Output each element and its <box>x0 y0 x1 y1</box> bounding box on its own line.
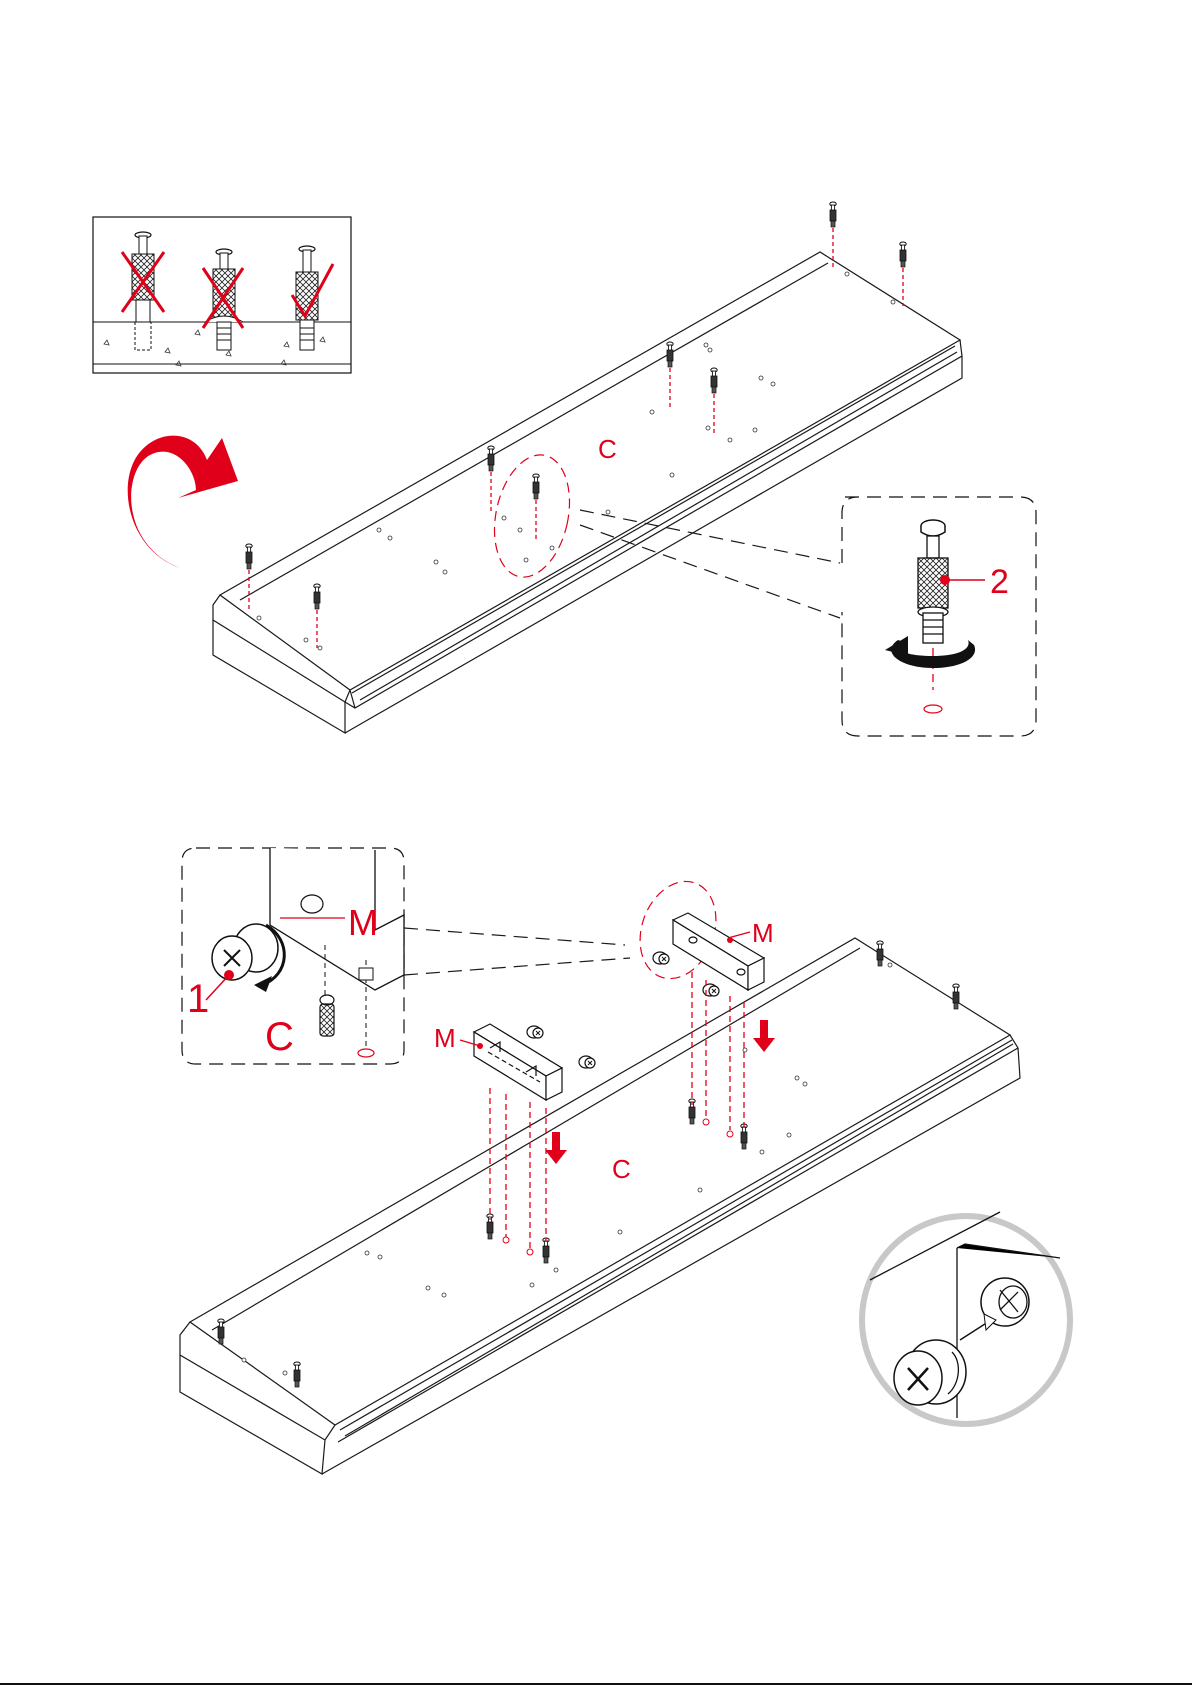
step-2: M M <box>180 848 1070 1474</box>
cam-insert-ring-detail <box>862 1212 1070 1424</box>
callout-block-label-m: M <box>348 902 378 943</box>
block-label-m-right: M <box>752 918 774 948</box>
callout-panel-label-c: C <box>265 1015 294 1059</box>
bolt-detail-callout: 2 <box>842 497 1036 736</box>
rotate-arrow-icon <box>128 436 238 568</box>
screw-depth-inset <box>93 217 351 373</box>
callout-part-number-2: 2 <box>990 563 1009 601</box>
callout-part-number-1: 1 <box>187 977 209 1021</box>
panel-label-c: C <box>598 434 617 464</box>
block-m-right <box>673 913 764 990</box>
block-label-m-left: M <box>434 1023 456 1053</box>
block-m-left <box>474 1024 562 1100</box>
step-1: C 2 <box>93 202 1036 736</box>
panel-label-c-step2: C <box>612 1154 631 1184</box>
cam-lock-detail-callout: M 1 C <box>182 848 404 1064</box>
